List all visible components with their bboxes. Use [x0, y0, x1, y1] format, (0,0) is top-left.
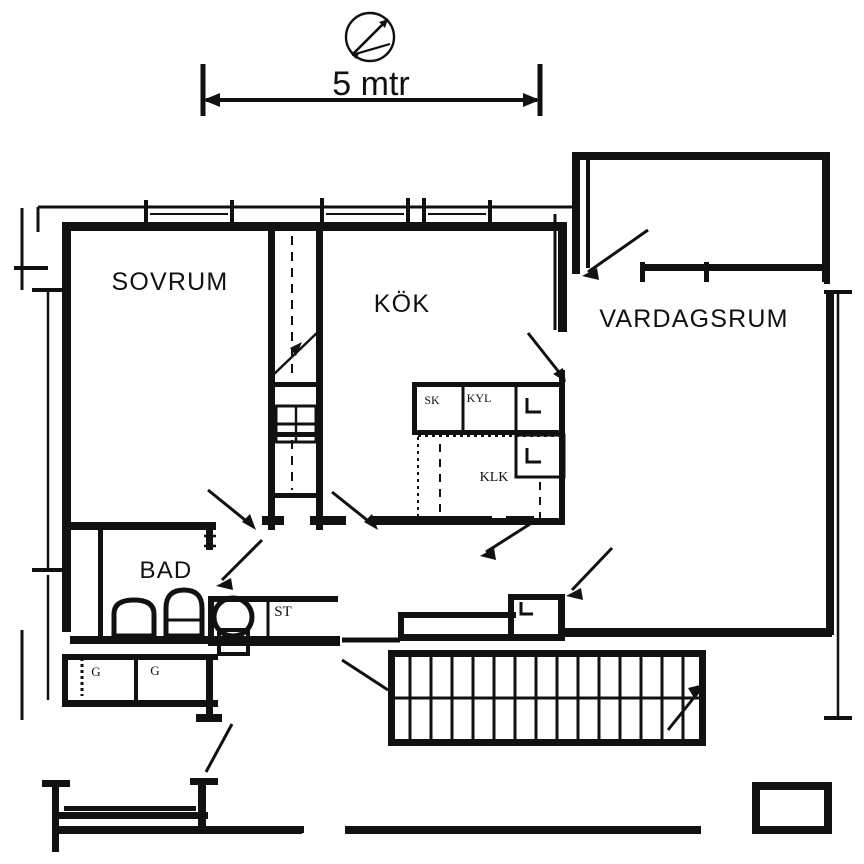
exterior-balcony-bottom-left: [42, 723, 304, 852]
annotation-closet-right-g: G: [150, 663, 159, 678]
closets-bottom-left: [62, 654, 222, 722]
window-vardagsrum: [640, 262, 830, 284]
apartment-outer-walls: [62, 222, 834, 637]
leader-arrow-hall: [341, 658, 389, 692]
annotation-cabinet-kyl: KYL: [467, 391, 492, 405]
exterior-wall-bottom-right: [752, 782, 832, 834]
leader-arrow-kok-lower: [480, 522, 531, 560]
leader-arrow-bad: [216, 538, 264, 590]
scale-bar-label: 5 mtr: [332, 65, 409, 103]
leader-arrow-kitchen: [526, 332, 566, 382]
fixture-bathtub: [111, 597, 157, 639]
north-arrow-icon: [344, 11, 396, 63]
room-bad-walls: [70, 522, 340, 644]
scale-bar: [200, 64, 543, 116]
leader-arrow-kok-door: [331, 490, 378, 530]
dimension-chain-top: [36, 198, 575, 330]
room-vardagsrum-walls: [572, 152, 830, 282]
leader-arrow-landing: [566, 546, 614, 600]
annotation-kitchen-klk: KLK: [480, 470, 509, 485]
leader-arrow-sovrum: [207, 488, 256, 530]
room-label-sovrum: SOVRUM: [112, 268, 229, 296]
annotation-cabinet-sk: SK: [424, 393, 440, 407]
annotation-storage-st: ST: [274, 604, 292, 620]
leader-arrow-vardagsrum: [582, 228, 649, 280]
staircase: [388, 650, 706, 746]
room-label-kok: KÖK: [374, 290, 430, 318]
room-label-vardagsrum: VARDAGSRUM: [599, 305, 788, 333]
room-label-bad: BAD: [140, 557, 193, 584]
annotation-closet-left-g: G: [91, 664, 100, 679]
partition-closet-strip: [262, 230, 332, 530]
exterior-wall-bottom-mid: [345, 826, 701, 834]
hall-storage-run: [208, 596, 340, 646]
dimension-chain-left: [14, 208, 62, 720]
wall-stub-sovrum-bath: [320, 516, 534, 525]
landing-counter: [342, 594, 565, 643]
fixture-toilet: [163, 587, 205, 639]
